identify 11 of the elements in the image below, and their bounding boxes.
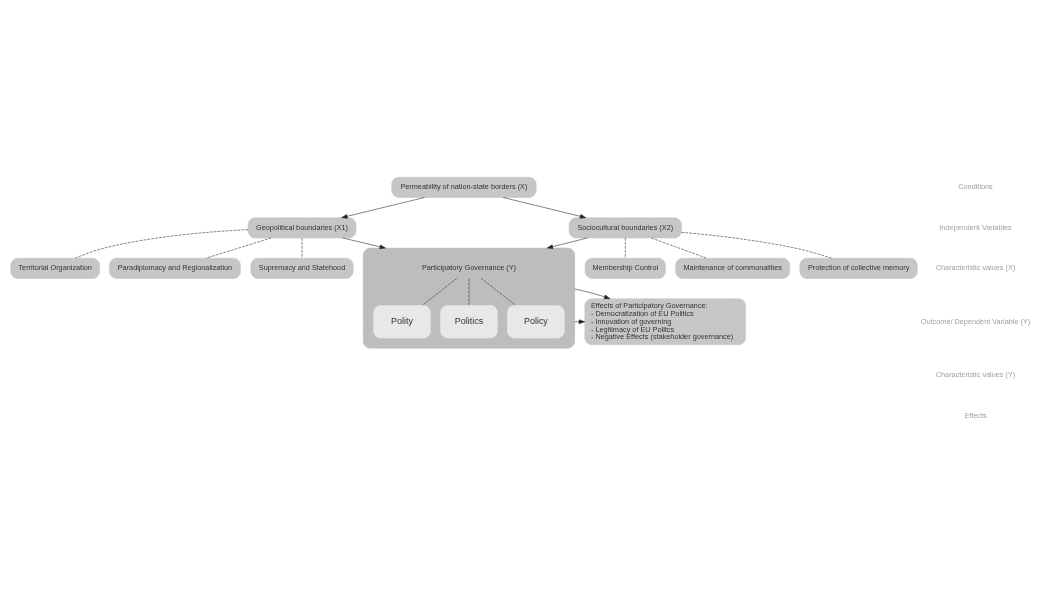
arrow [574, 319, 585, 324]
arrow [502, 196, 587, 219]
connector [422, 277, 457, 306]
arrow [546, 237, 588, 249]
node-box: Polity [373, 304, 431, 338]
node-box: Policy [507, 304, 565, 338]
arrow [342, 237, 386, 249]
arrow [574, 288, 611, 299]
connector [480, 277, 516, 306]
node-box: Politics [440, 304, 498, 338]
arrow [341, 196, 425, 219]
